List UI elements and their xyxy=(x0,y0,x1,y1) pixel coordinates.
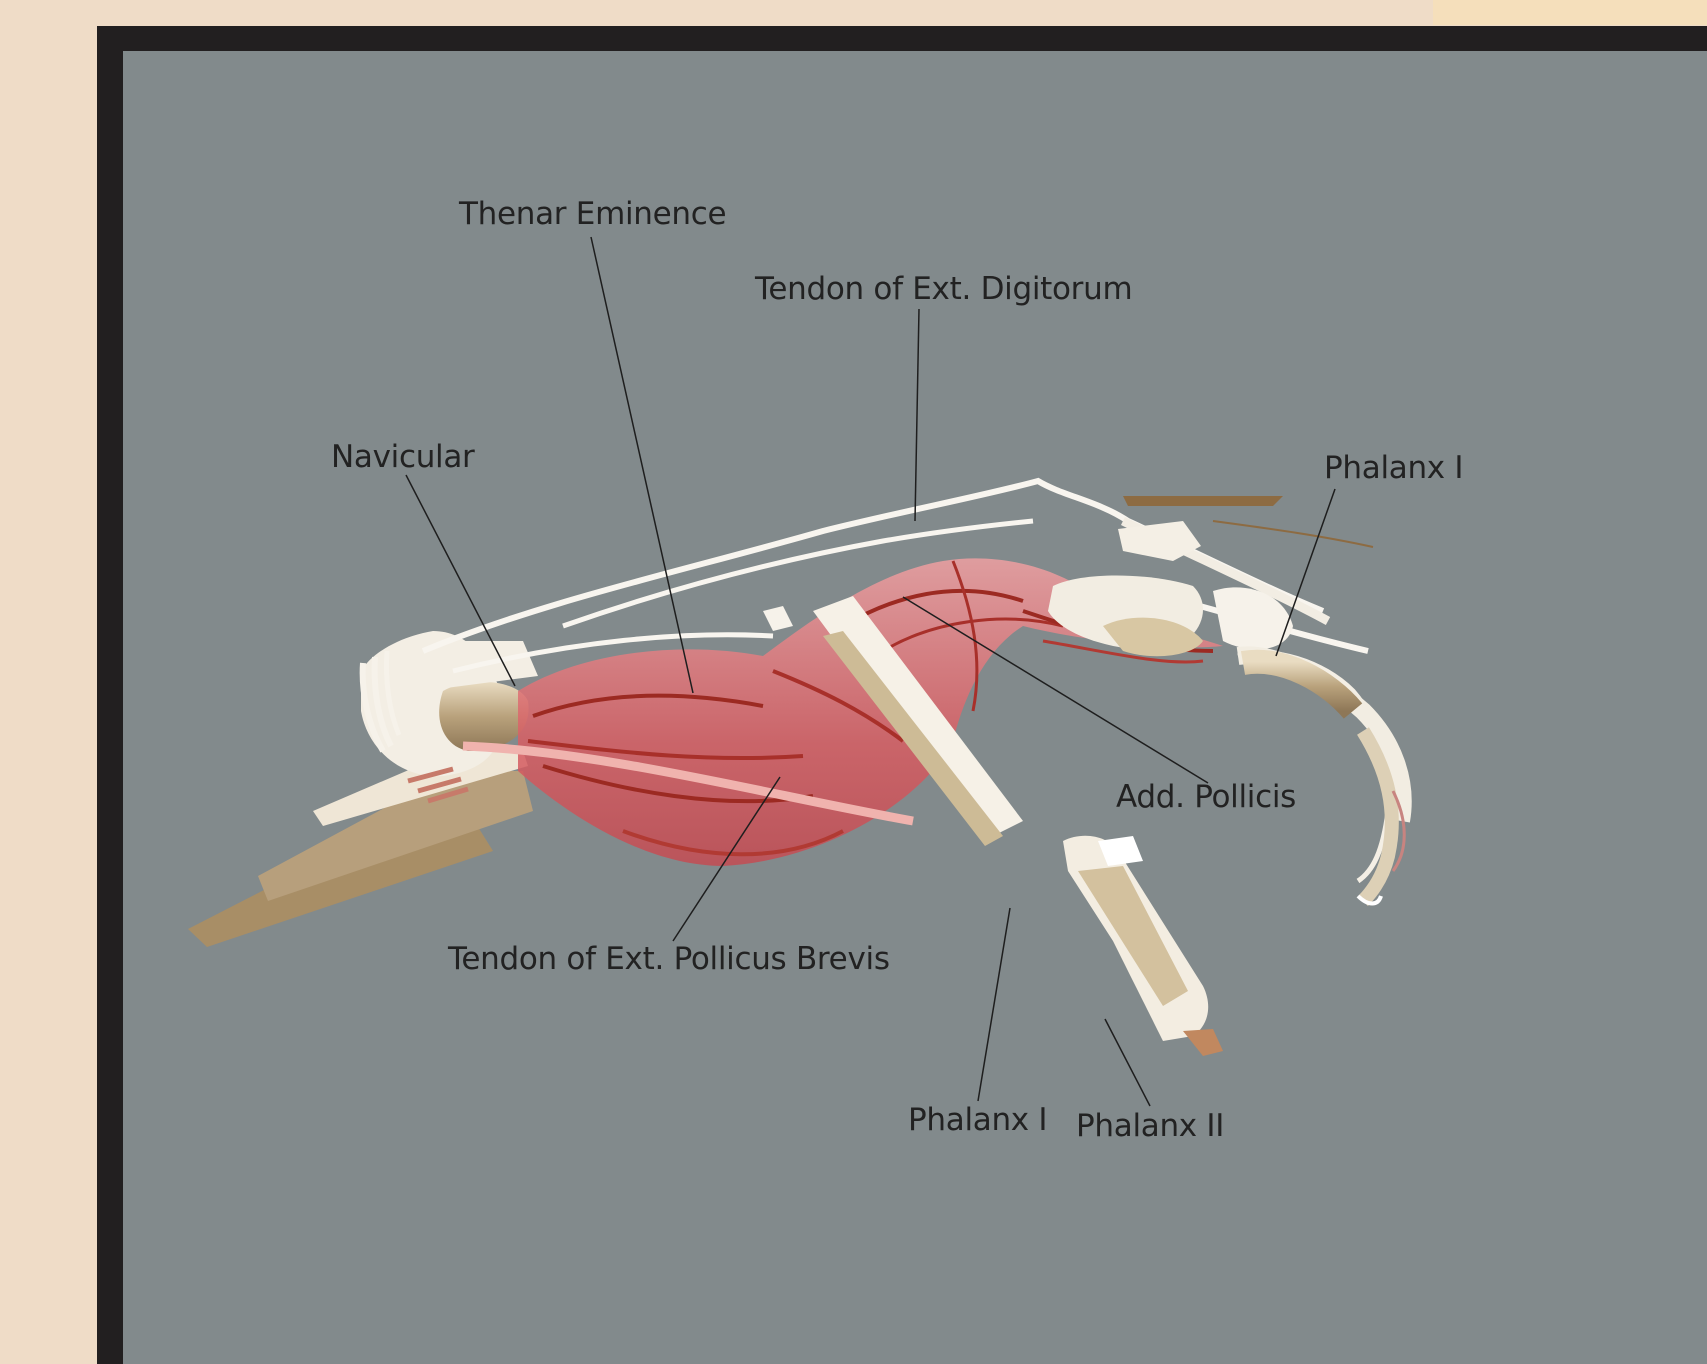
label-navicular: Navicular xyxy=(331,442,475,473)
anatomy-illustration xyxy=(123,51,1707,1364)
forearm-bones xyxy=(188,751,533,947)
label-add-pollicis: Add. Pollicis xyxy=(1116,782,1296,813)
label-tendon-ext-pollicus-brevis: Tendon of Ext. Pollicus Brevis xyxy=(448,944,890,975)
label-phalanx-i-bottom: Phalanx I xyxy=(908,1105,1047,1136)
thumb-phalanges xyxy=(1063,836,1223,1056)
leader-thenar-eminence xyxy=(591,237,693,693)
anatomy-viewport: Thenar Eminence Tendon of Ext. Digitorum… xyxy=(123,51,1707,1364)
label-thenar-eminence: Thenar Eminence xyxy=(459,199,726,230)
leader-tendon-ext-digitorum xyxy=(915,309,919,521)
corner-tab xyxy=(1433,0,1707,25)
label-tendon-ext-digitorum: Tendon of Ext. Digitorum xyxy=(755,274,1132,305)
label-phalanx-ii: Phalanx II xyxy=(1076,1111,1224,1142)
leader-phalanx-i-right xyxy=(1276,489,1335,656)
leader-phalanx-ii xyxy=(1105,1019,1150,1106)
leader-phalanx-i-bottom xyxy=(978,908,1010,1101)
top-bar-structure xyxy=(1123,496,1283,506)
label-phalanx-i-right: Phalanx I xyxy=(1324,453,1463,484)
